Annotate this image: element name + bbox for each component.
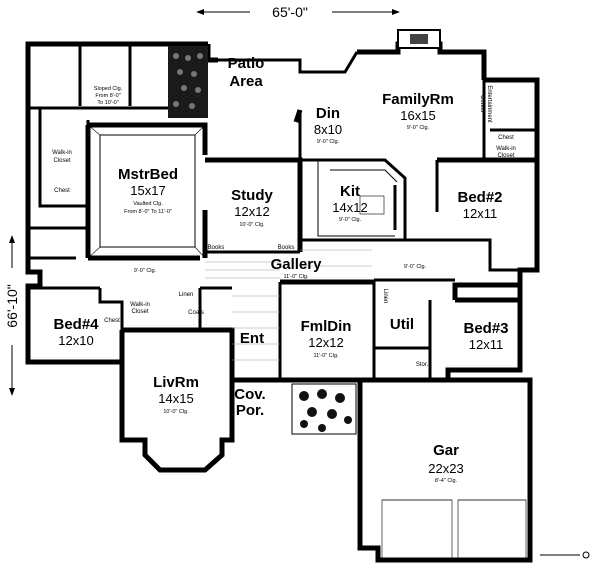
- fmldin-size: 12x12: [308, 335, 343, 350]
- mstr-bath-note-2: From 8'-0": [95, 93, 120, 99]
- walkin-left: Walk-in Closet Chest: [52, 150, 72, 194]
- fmldin-ceiling: 11'-0" Clg.: [314, 353, 339, 359]
- mstrbed-name: MstrBed: [118, 166, 178, 183]
- room-master-bath: Sloped Clg. From 8'-0" To 10'-0": [94, 86, 123, 106]
- width-dimension: 65'-0": [196, 4, 400, 20]
- covpor-name-2: Por.: [236, 402, 264, 419]
- hall-ceilings: 9'-0" Clg. 9'-0" Clg.: [134, 264, 427, 274]
- bed4-size: 12x10: [58, 333, 93, 348]
- walkin-bed4-2: Closet: [131, 309, 148, 315]
- walkin-right-2: Closet: [497, 153, 514, 159]
- room-study: Study 12x12 10'-0" Clg. Books Books: [208, 187, 295, 251]
- walkin-bed4-1: Walk-in: [130, 302, 150, 308]
- kitchen-counter: [317, 160, 398, 237]
- room-bed4: Bed#4 12x10: [53, 316, 99, 348]
- room-family: FamilyRm 16x15 9'-0" Clg.: [382, 91, 454, 131]
- ent-name: Ent: [240, 330, 264, 347]
- kit-name: Kit: [340, 183, 360, 200]
- livrm-ceiling: 10'-0" Clg.: [163, 409, 189, 415]
- coats: Coats: [188, 310, 204, 316]
- interior-walls: [28, 46, 537, 380]
- room-bed2: Bed#2 12x11: [457, 189, 502, 221]
- bed4-name: Bed#4: [53, 316, 99, 333]
- bed2-name: Bed#2: [457, 189, 502, 206]
- bookcase-right: Books: [278, 245, 295, 251]
- gar-ceiling: 8'-4" Clg.: [435, 478, 458, 484]
- chest-left: Chest: [54, 188, 70, 194]
- kit-ceiling: 9'-0" Clg.: [339, 217, 362, 223]
- room-gar: Gar 22x23 8'-4" Clg.: [428, 442, 463, 484]
- patio-area: Patio Area: [218, 51, 359, 90]
- entertainment-center: Entertainment Center Chest Walk-in Close…: [479, 85, 516, 159]
- mstr-bath-note-3: To 10'-0": [97, 100, 118, 106]
- closets-bed4: Linen Walk-in Closet Chest Coats: [104, 292, 204, 324]
- family-ceiling: 9'-0" Clg.: [407, 125, 430, 131]
- din-size: 8x10: [314, 122, 342, 137]
- gar-size: 22x23: [428, 461, 463, 476]
- room-covpor: Cov. Por.: [234, 386, 265, 419]
- mstrbed-size: 15x17: [130, 183, 165, 198]
- bed3-name: Bed#3: [463, 320, 508, 337]
- room-kit: Kit 14x12 9'-0" Clg.: [332, 183, 367, 223]
- entertainment-1: Entertainment: [486, 85, 492, 123]
- hall-right-ceiling: 9'-0" Clg.: [404, 264, 427, 270]
- stor: Stor.: [416, 362, 429, 368]
- util-name: Util: [390, 316, 414, 333]
- garage-doors: [381, 499, 590, 559]
- linen-left: Linen: [179, 292, 194, 298]
- livrm-name: LivRm: [153, 374, 199, 391]
- width-label: 65'-0": [272, 4, 308, 20]
- room-livrm: LivRm 14x15 10'-0" Clg.: [153, 374, 199, 415]
- family-size: 16x15: [400, 108, 435, 123]
- study-size: 12x12: [234, 204, 269, 219]
- depth-dimension: 66'-10": [4, 235, 20, 396]
- study-name: Study: [231, 187, 273, 204]
- gallery-ceiling: 11'-0" Clg.: [284, 274, 309, 280]
- room-ent: Ent: [240, 330, 264, 347]
- depth-label: 66'-10": [4, 284, 20, 327]
- patio-label-1: Patio: [228, 55, 265, 72]
- mstrbed-note-1: Vaulted Clg.: [133, 201, 163, 207]
- planter: [168, 46, 208, 118]
- room-util: Linen Util Stor.: [382, 289, 429, 368]
- fmldin-name: FmlDin: [301, 318, 352, 335]
- porch-planter: [291, 383, 357, 435]
- family-name: FamilyRm: [382, 91, 454, 108]
- gar-name: Gar: [433, 442, 459, 459]
- chest-right: Chest: [498, 135, 514, 141]
- room-bed3: Bed#3 12x11: [463, 320, 508, 352]
- room-din: Din 8x10 9'-0" Clg.: [314, 105, 342, 145]
- covpor-name-1: Cov.: [234, 386, 265, 403]
- gallery-floor: [205, 249, 372, 361]
- din-name: Din: [316, 105, 340, 122]
- walkin-left-2: Closet: [53, 158, 70, 164]
- mstrbed-note-2: From 8'-0" To 11'-0": [124, 209, 172, 215]
- bed3-size: 12x11: [469, 337, 503, 352]
- bed2-size: 12x11: [463, 206, 497, 221]
- livrm-size: 14x15: [158, 391, 193, 406]
- fireplace: [397, 29, 441, 49]
- patio-label-2: Area: [229, 73, 263, 90]
- chest-bed4: Chest: [104, 318, 120, 324]
- gallery-name: Gallery: [271, 256, 323, 273]
- room-master-bed: MstrBed 15x17 Vaulted Clg. From 8'-0" To…: [118, 166, 178, 215]
- hall-left-ceiling: 9'-0" Clg.: [134, 268, 157, 274]
- din-ceiling: 9'-0" Clg.: [317, 139, 340, 145]
- room-gallery: Gallery 11'-0" Clg.: [271, 256, 323, 280]
- linen-right: Linen: [382, 289, 388, 304]
- walkin-left-1: Walk-in: [52, 150, 72, 156]
- walkin-right-1: Walk-in: [496, 146, 516, 152]
- room-fmldin: FmlDin 12x12 11'-0" Clg.: [301, 318, 352, 359]
- mstr-bath-note-1: Sloped Clg.: [94, 86, 123, 92]
- study-ceiling: 10'-0" Clg.: [239, 222, 265, 228]
- entertainment-2: Center: [479, 95, 485, 113]
- bookcase-left: Books: [208, 245, 225, 251]
- kit-size: 14x12: [332, 200, 367, 215]
